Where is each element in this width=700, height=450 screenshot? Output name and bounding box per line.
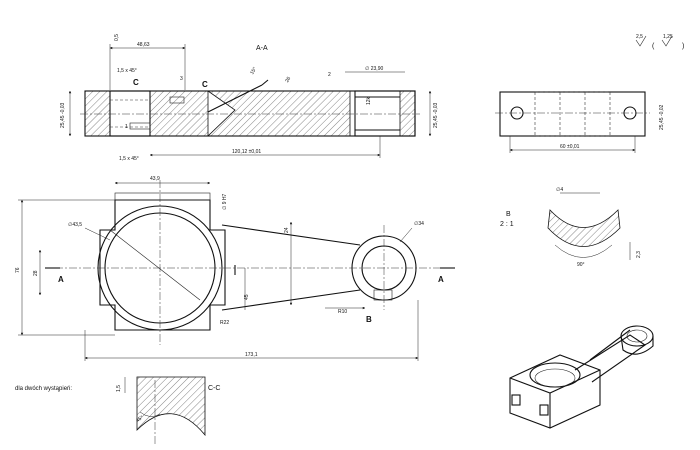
section-cc-angle: 45° <box>135 415 145 424</box>
roughness-value-2: 1,25 <box>663 34 673 40</box>
dim-chamfer-bottom: 1,5 x 45° <box>119 156 139 162</box>
side-height: 25,45 -0,02 <box>659 104 665 130</box>
dim-angle-15: 15° <box>249 66 258 76</box>
roughness-value-1: 2,5 <box>636 34 643 40</box>
detail-b-angle: 90° <box>577 262 585 268</box>
side-width: 60 ±0,01 <box>560 144 580 150</box>
section-aa-view: A-A 48,63 0,5 1,5 x 45° 1,5 x 45° C C ∅ … <box>60 34 439 162</box>
side-view: 60 ±0,01 25,45 -0,02 <box>495 91 665 153</box>
dim-bore-small: ∅ 23,90 <box>365 66 383 72</box>
dim-2: 2 <box>328 72 331 78</box>
paren-open: ( <box>652 43 655 50</box>
dim-radius: R22 <box>220 320 229 326</box>
detail-b-title: B <box>506 211 511 218</box>
dim-inner-h: 28 <box>33 270 39 276</box>
section-cc-note: dla dwóch wystąpień: <box>15 386 72 392</box>
detail-b-dia: ∅4 <box>556 187 563 193</box>
dim-main-length: 173,1 <box>245 352 258 358</box>
dim-big-bore: ∅43,5 <box>68 222 82 228</box>
detail-b-scale: 2 : 1 <box>500 221 514 228</box>
dim-height-right: 25,45 -0,03 <box>433 102 439 128</box>
detail-mark-b: B <box>366 315 372 324</box>
paren-close: ) <box>682 43 684 50</box>
section-cc-view: dla dwóch wystąpień: C-C 1,5 45° <box>15 376 220 445</box>
dim-height-left: 25,45 -0,03 <box>60 102 66 128</box>
dim-center-h: 24 <box>284 227 290 233</box>
section-mark-a-left: A <box>58 275 64 284</box>
dim-26: 26 <box>284 76 292 84</box>
detail-b-view: B 2 : 1 ∅4 90° 2,3 <box>500 187 642 268</box>
mark-c-left: C <box>133 78 139 87</box>
dim-small-bore: ∅34 <box>414 221 424 227</box>
main-view: A A 43,9 ∅ 9 H7 ∅43,5 ∅34 76 28 24 45 R2… <box>15 176 455 361</box>
dim-length: 120,12 ±0,01 <box>232 149 261 155</box>
dim-3: 3 <box>180 76 183 82</box>
detail-b-depth: 2,3 <box>636 251 642 258</box>
dim-chamfer-top: 1,5 x 45° <box>117 68 137 74</box>
dim-top-width: 48,63 <box>137 42 150 48</box>
dim-overall-h: 76 <box>15 267 21 273</box>
section-aa-title: A-A <box>256 45 268 52</box>
section-cc-dim: 1,5 <box>116 385 122 392</box>
section-cc-title: C-C <box>208 385 220 392</box>
isometric-view <box>509 325 654 429</box>
dim-h-inner: 12k <box>366 96 372 105</box>
section-mark-a-right: A <box>438 275 444 284</box>
dim-top-43-9: 43,9 <box>150 176 160 182</box>
dim-small-05: 0,5 <box>114 34 120 41</box>
mark-c-right: C <box>202 80 208 89</box>
dim-big-bore-h7: ∅ 9 H7 <box>222 193 228 210</box>
dim-small-r: R10 <box>338 309 347 315</box>
roughness-symbol: 2,5 ( 1,25 ) <box>635 34 684 50</box>
dim-1: 1 <box>125 124 128 130</box>
dim-web: 45 <box>244 294 250 300</box>
